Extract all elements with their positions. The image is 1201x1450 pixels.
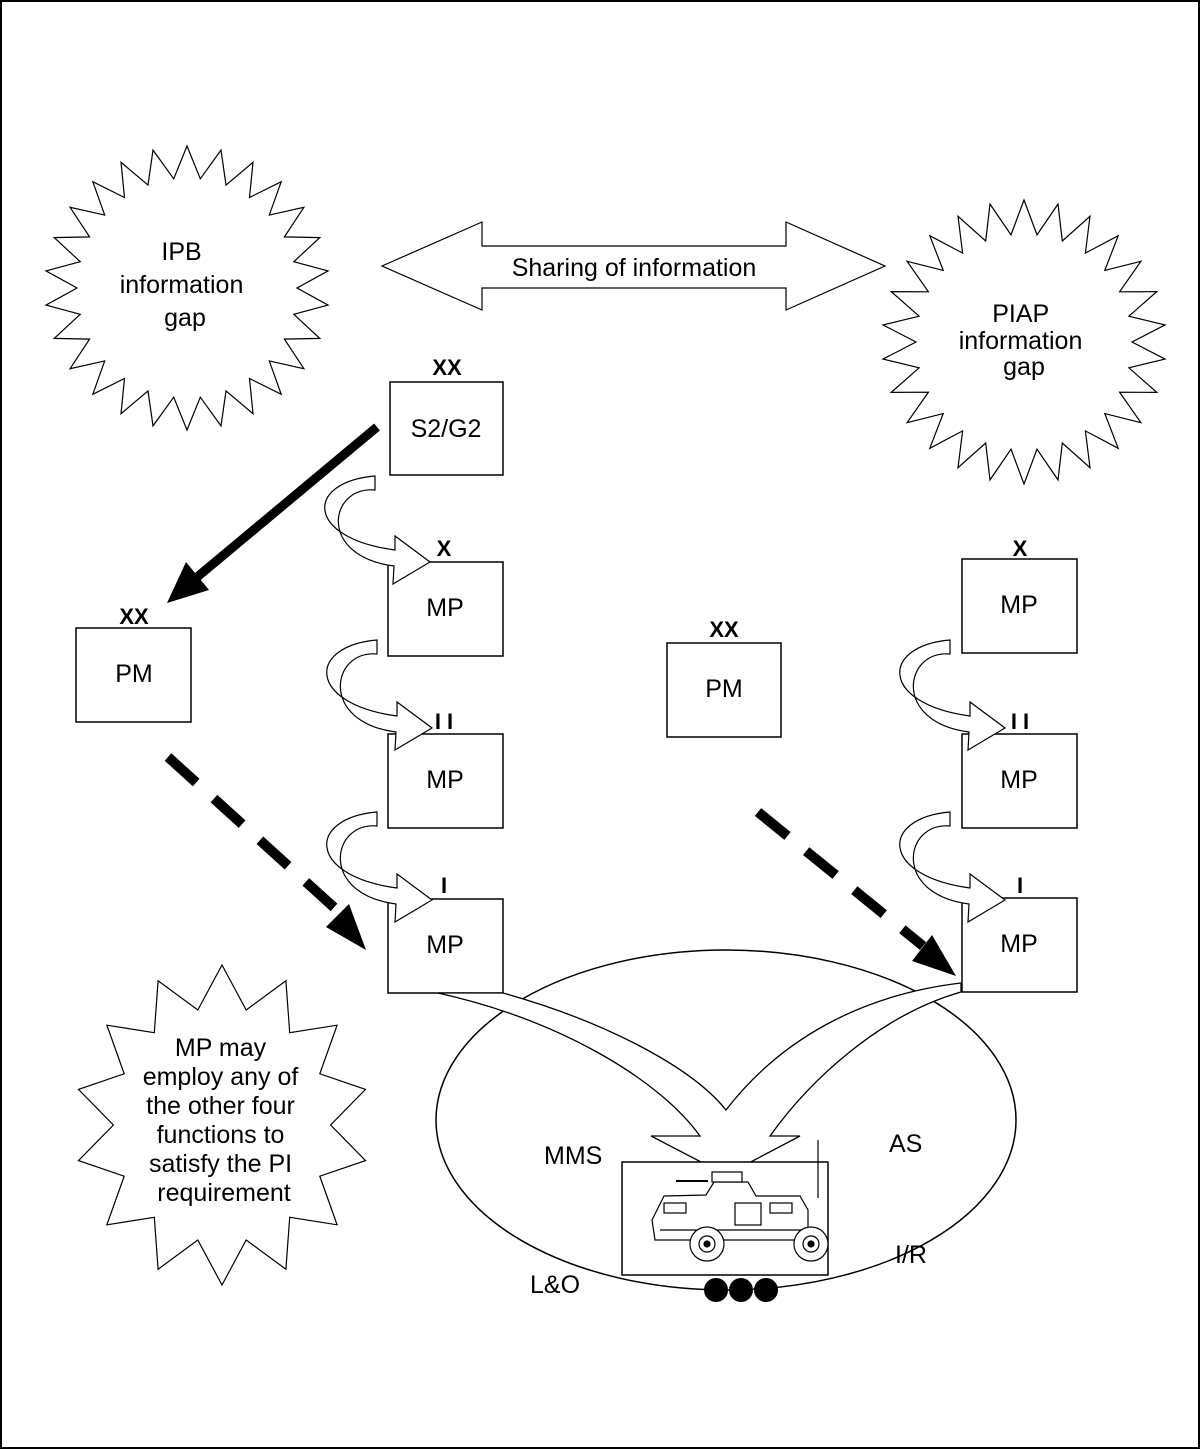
ellipsis-dot [729,1278,753,1302]
piap-burst-shape [881,198,1167,486]
left-company-mp-label: MP [426,931,464,959]
right-pm-dashed-arrow [754,808,927,950]
function-as: AS [889,1130,922,1158]
right-pm-box [666,642,782,738]
s2g2-echelon: XX [432,355,462,380]
left-battalion-echelon: I I [435,709,453,734]
left-pm-dashed-arrow [164,753,342,915]
function-mms: MMS [544,1142,602,1170]
right-brigade-echelon: X [1013,536,1028,561]
left-pm-box [75,627,192,723]
right-brigade-mp-label: MP [1000,591,1038,619]
curved-arrow-icon [326,639,434,752]
right-battalion-mp-label: MP [1000,766,1038,794]
piap-burst-text: PIAP information gap [959,300,1090,381]
left-pm-label: PM [115,660,153,688]
left-battalion-mp-label: MP [426,766,464,794]
s2g2-box [389,381,504,476]
right-pm-dashed-arrowhead [912,935,956,976]
sharing-label: Sharing of information [512,254,757,282]
left-brigade-mp-box [387,561,504,657]
left-company-echelon: I [441,873,447,898]
left-battalion-mp-box [387,733,504,829]
left-pm-dashed-arrowhead [326,904,366,950]
right-pm-echelon: XX [709,617,739,642]
left-brigade-mp-label: MP [426,594,464,622]
left-brigade-echelon: X [437,536,452,561]
curved-arrow-icon [324,475,432,586]
armored-vehicle-icon [651,1140,829,1262]
right-battalion-echelon: I I [1011,709,1029,734]
right-pm-label: PM [705,675,743,703]
ipb-burst-shape [44,144,330,432]
function-ir: I/R [895,1241,927,1269]
curved-arrow-icon [899,811,1007,924]
s2g2-to-pm-arrow-shaft [193,423,380,582]
s2g2-to-pm-arrowhead [167,562,209,603]
right-company-mp-label: MP [1000,930,1038,958]
curved-arrow-icon [326,811,434,924]
ellipsis-dot [704,1278,728,1302]
merge-arrow [437,982,962,1176]
ipb-burst-text: IPB information gap [120,238,251,332]
right-battalion-mp-box [961,733,1078,829]
ellipsis-dot [754,1278,778,1302]
right-brigade-mp-box [961,558,1078,654]
mp-note-burst-shape [77,963,367,1287]
left-pm-echelon: XX [119,604,149,629]
curved-arrow-icon [899,639,1007,752]
mp-note-text: MP may employ any of the other four func… [143,1034,306,1207]
sharing-double-arrow [380,221,887,311]
s2g2-label: S2/G2 [411,415,482,443]
right-company-echelon: I [1017,873,1023,898]
function-lo: L&O [530,1271,580,1299]
